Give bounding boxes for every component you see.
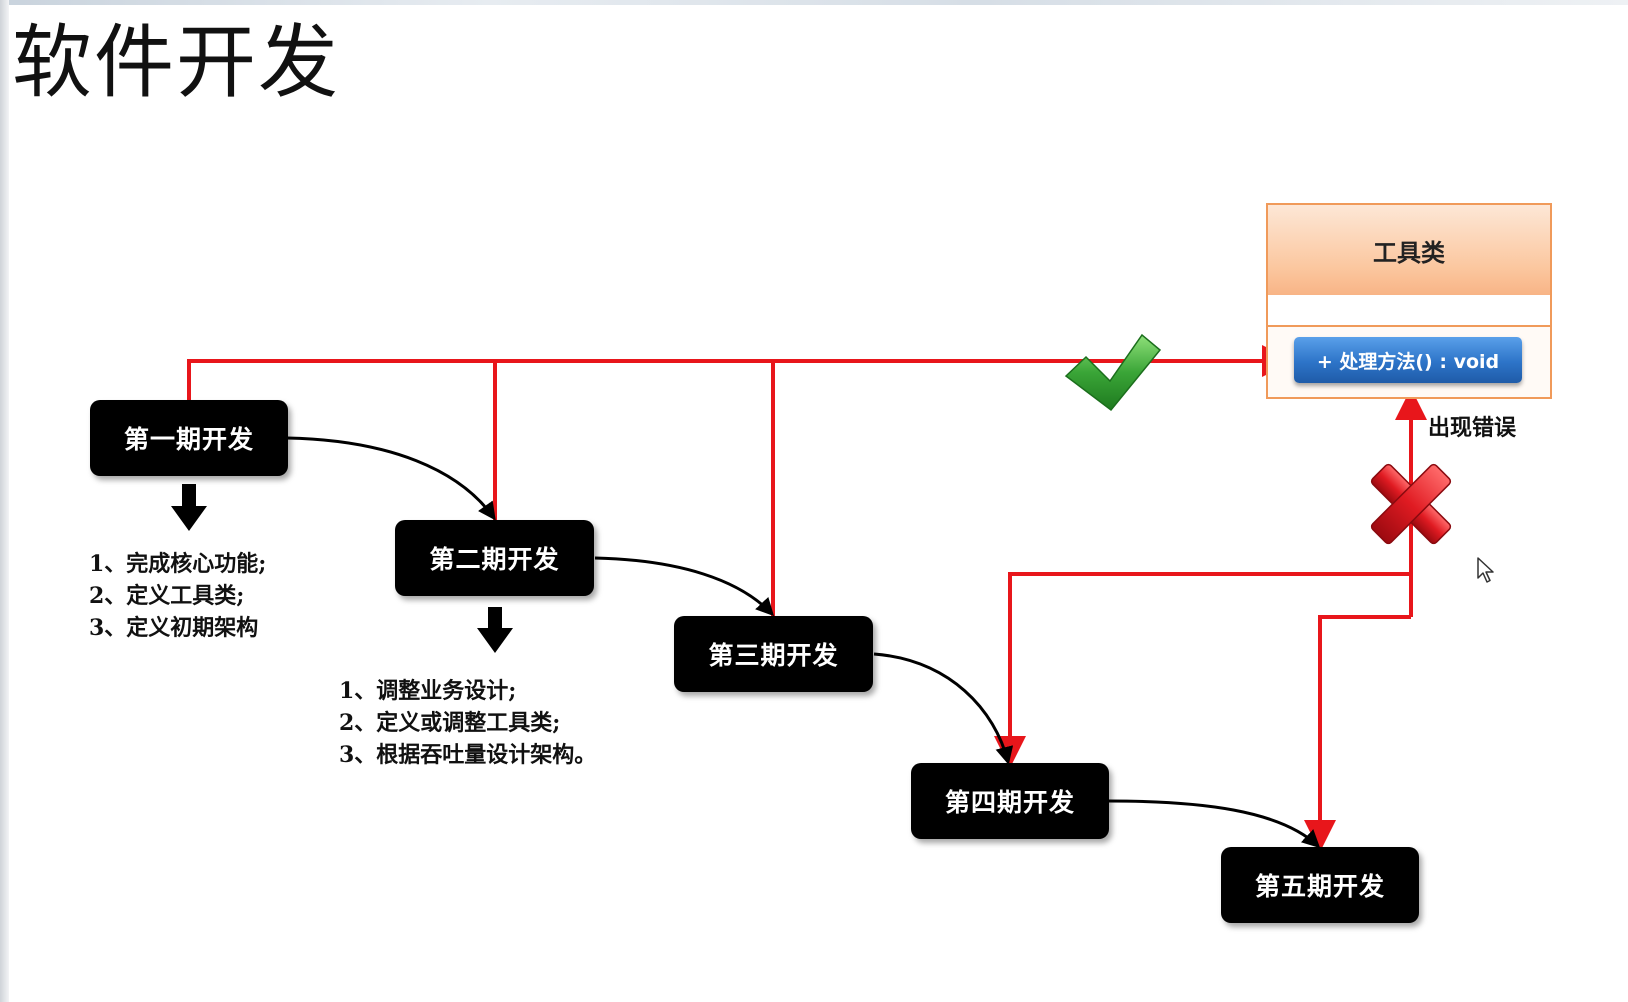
green-check-icon [1064, 333, 1162, 412]
tool-class-attributes [1268, 295, 1550, 327]
list-item: 1、调整业务设计; [339, 678, 517, 704]
top-strip [0, 0, 1628, 5]
down-arrow-icon [477, 607, 513, 653]
list-item: 2、定义或调整工具类; [339, 710, 561, 736]
mouse-cursor-icon [1477, 557, 1494, 583]
slide-title: 软件开发 [12, 16, 340, 109]
phase-4-label: 第四期开发 [944, 788, 1075, 817]
phase-2-box: 第二期开发 [395, 520, 594, 596]
phase5-branch [1304, 615, 1411, 852]
phase-1-box: 第一期开发 [90, 400, 288, 476]
curve-4-to-5 [1108, 799, 1321, 849]
list-item: 3、根据吞吐量设计架构。 [339, 742, 597, 768]
phase-2-label: 第二期开发 [429, 545, 560, 574]
tool-method-label: + 处理方法() : void [1316, 350, 1500, 373]
phase4-branch [994, 572, 1411, 768]
curve-2-to-3 [594, 556, 775, 617]
tool-method-button[interactable]: + 处理方法() : void [1294, 337, 1522, 383]
left-edge [0, 0, 9, 1002]
list-item: 3、定义初期架构 [89, 615, 259, 641]
phase-2-notes: 1、调整业务设计; 2、定义或调整工具类; 3、根据吞吐量设计架构。 [339, 675, 596, 771]
progression-arrows [286, 436, 1321, 849]
phase-4-box: 第四期开发 [911, 763, 1109, 839]
error-label: 出现错误 [1428, 415, 1517, 441]
tool-class-title: 工具类 [1373, 237, 1445, 267]
curve-3-to-4 [873, 652, 1014, 765]
phase-1-label: 第一期开发 [123, 425, 254, 454]
shared-call-path [187, 345, 1294, 616]
list-item: 2、定义工具类; [89, 583, 245, 609]
phase-5-label: 第五期开发 [1254, 872, 1385, 901]
phase-3-label: 第三期开发 [708, 641, 839, 670]
down-arrow-icon [171, 484, 207, 531]
phase-3-box: 第三期开发 [674, 616, 873, 692]
curve-1-to-2 [286, 436, 496, 521]
tool-class-name: 工具类 [1268, 205, 1550, 297]
red-cross-icon [1370, 463, 1452, 545]
phase-1-notes: 1、完成核心功能; 2、定义工具类; 3、定义初期架构 [89, 548, 266, 644]
list-item: 1、完成核心功能; [89, 551, 267, 577]
phase-5-box: 第五期开发 [1221, 847, 1419, 923]
